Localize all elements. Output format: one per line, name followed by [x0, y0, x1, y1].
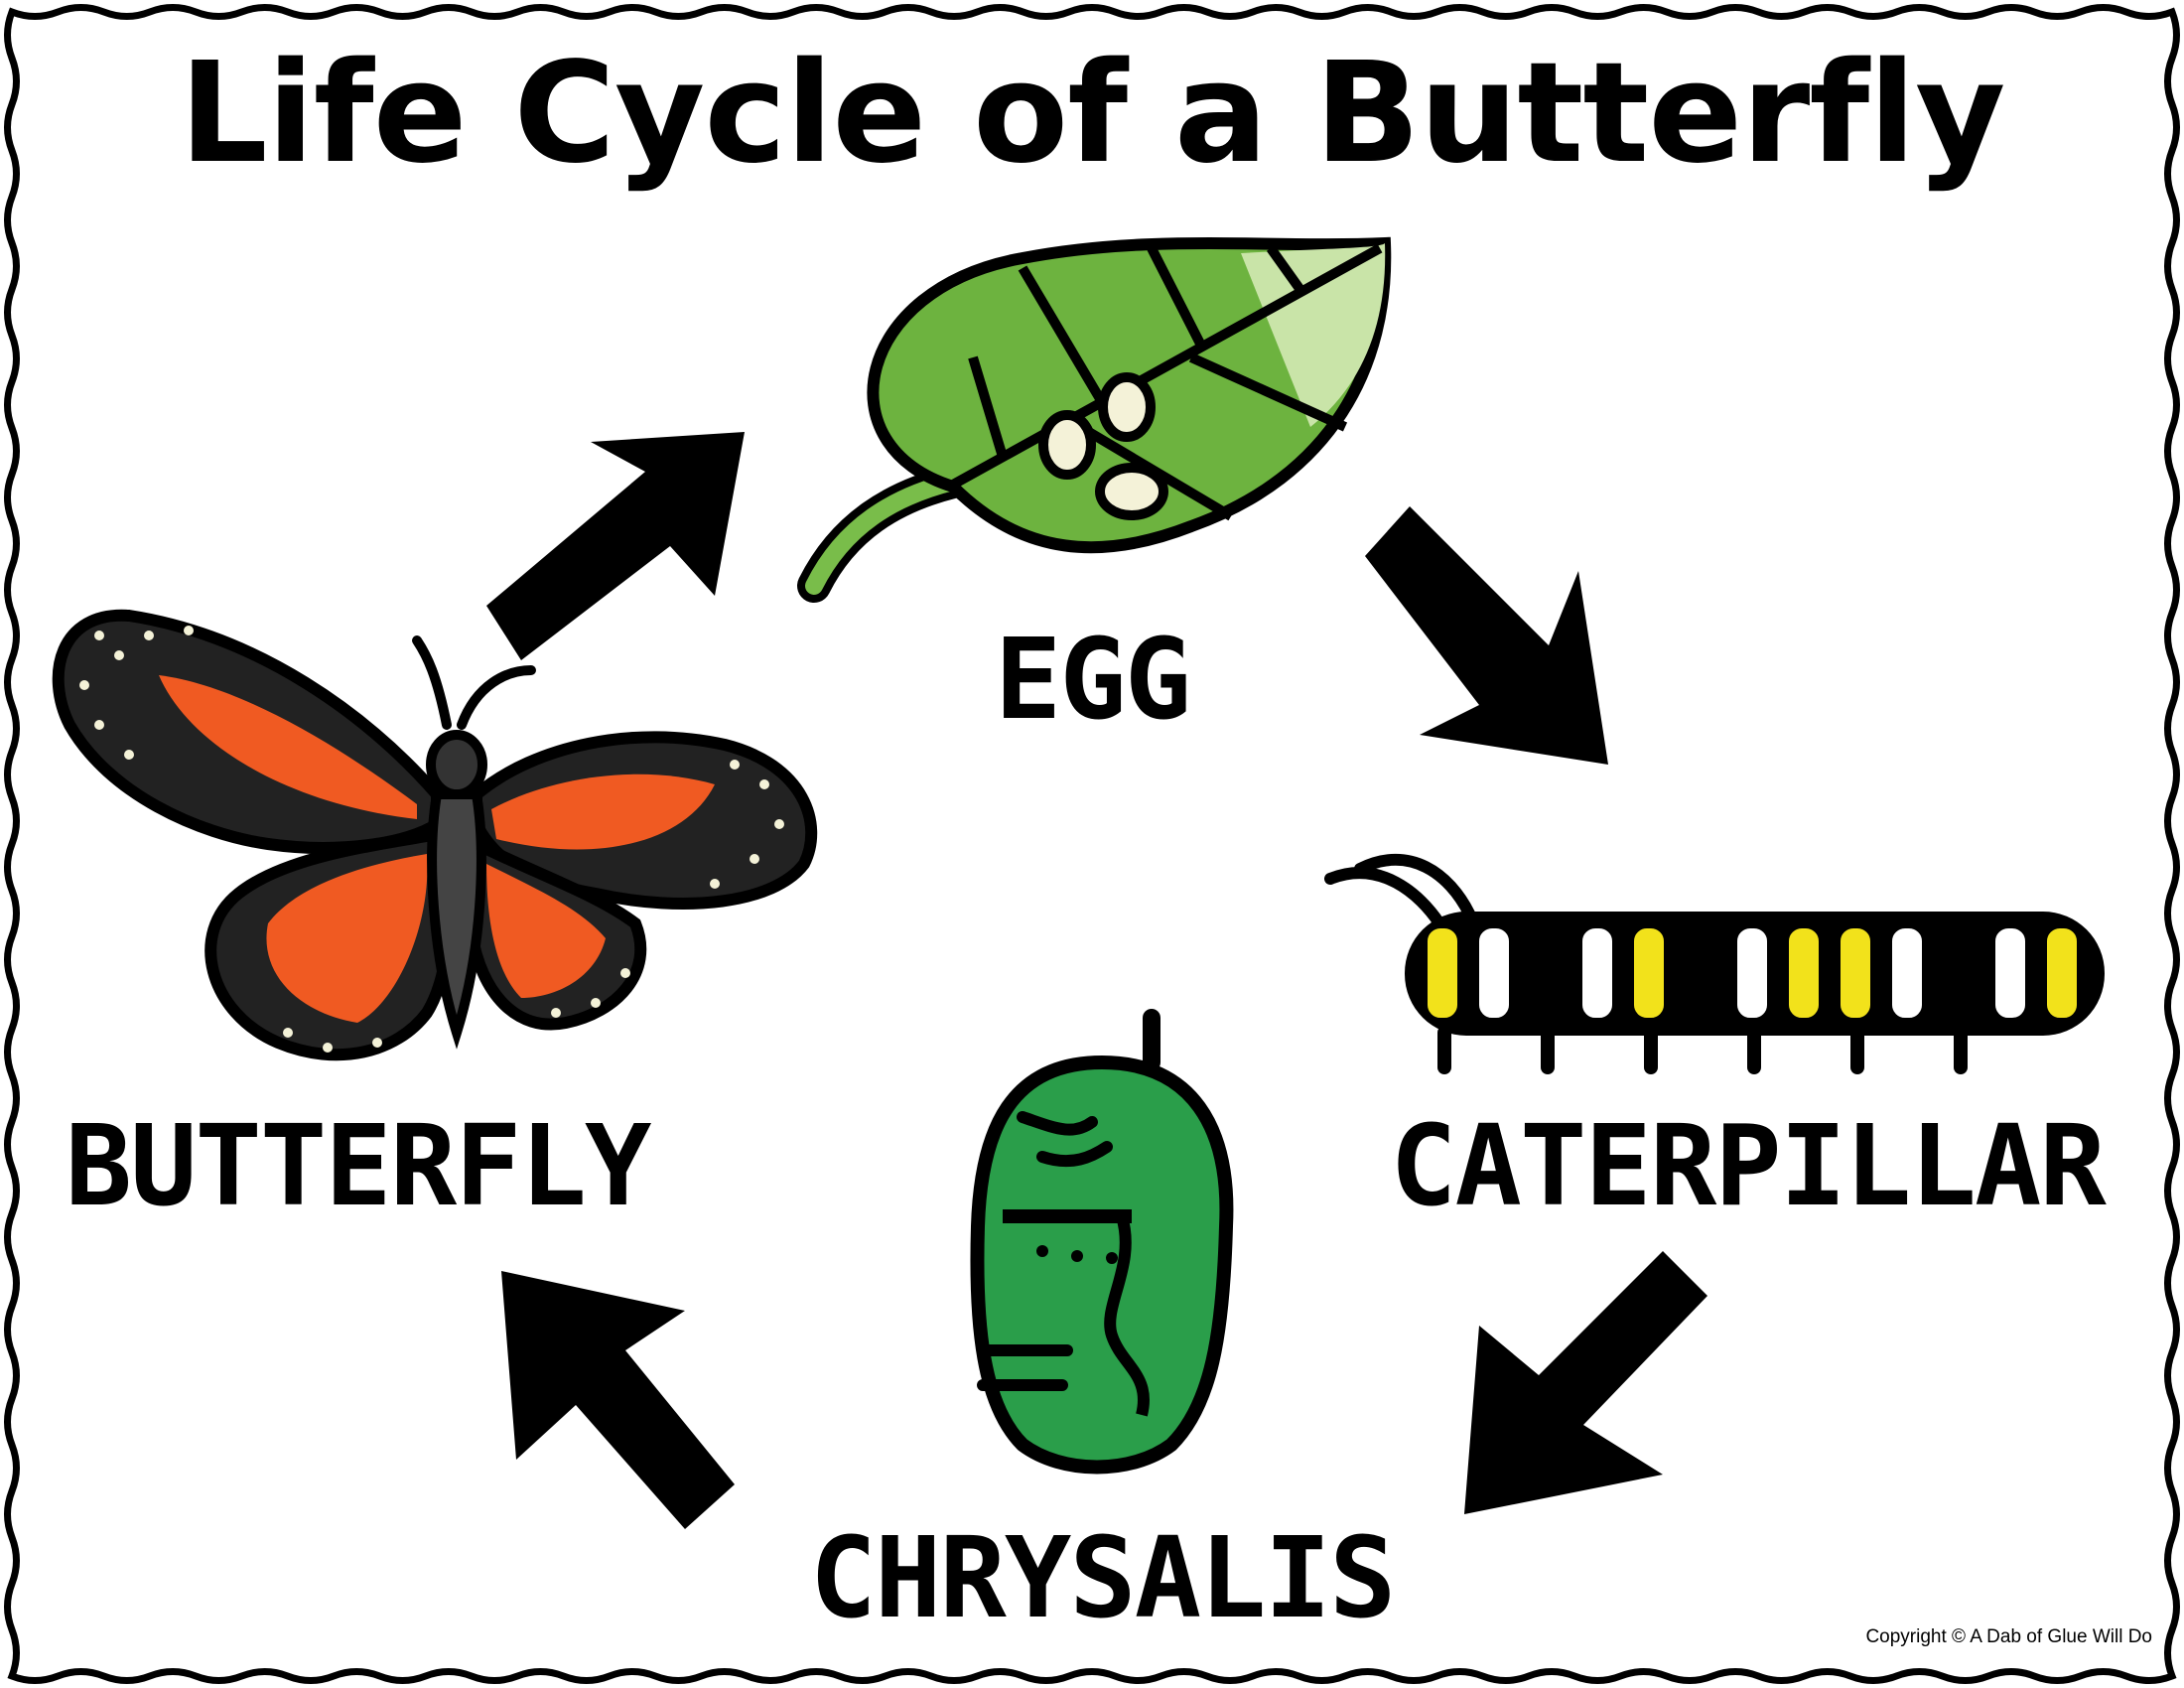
caterpillar-segment: [1473, 922, 1515, 1024]
wing-dot: [620, 968, 630, 978]
stage-label-chrysalis: CHRYSALIS: [809, 1514, 1397, 1643]
wing-dot: [283, 1028, 293, 1038]
wing-dot: [94, 631, 104, 640]
wing-dot: [94, 720, 104, 730]
monarch-butterfly-icon: [52, 609, 818, 1061]
caterpillar-segment: [1525, 922, 1567, 1024]
caterpillar-segment: [1886, 922, 1928, 1024]
caterpillar-segment: [2041, 922, 2083, 1024]
wing-dot: [774, 819, 784, 829]
arrow-down-right-icon: [1365, 506, 1608, 765]
stage-label-egg: EGG: [994, 616, 1191, 745]
caterpillar-segment: [1989, 922, 2031, 1024]
caterpillar-segment: [1938, 922, 1979, 1024]
arrow-up-right-icon: [486, 432, 745, 660]
stage-label-caterpillar: CATERPILLAR: [1390, 1102, 2107, 1231]
caterpillar-icon: [1324, 853, 2105, 1074]
wing-dot: [144, 631, 154, 640]
arrow-up-left-icon: [501, 1271, 735, 1529]
wing-dot: [759, 779, 769, 789]
wing-dot: [710, 879, 720, 889]
wing-dot: [124, 750, 134, 760]
wing-dot: [323, 1043, 333, 1053]
arrow-down-left-icon: [1464, 1251, 1707, 1514]
copyright-notice: Copyright © A Dab of Glue Will Do: [1865, 1626, 2152, 1647]
wing-dot: [730, 760, 740, 770]
chrysalis-icon: [970, 1009, 1234, 1475]
caterpillar-segment: [1628, 922, 1670, 1024]
caterpillar-segment: [1731, 922, 1773, 1024]
wing-dot: [184, 626, 194, 635]
wing-dot: [591, 998, 601, 1008]
stage-label-butterfly: BUTTERFLY: [65, 1102, 652, 1231]
wing-dot: [114, 650, 124, 660]
caterpillar-segment: [1422, 922, 1463, 1024]
wing-dot: [551, 1008, 561, 1018]
wing-dot: [79, 680, 89, 690]
wing-dot: [372, 1038, 382, 1048]
wing-dot: [750, 854, 759, 864]
caterpillar-segment: [1783, 922, 1825, 1024]
leaf-with-eggs-icon: [797, 236, 1392, 603]
caterpillar-segment: [1576, 922, 1618, 1024]
caterpillar-segment: [1680, 922, 1721, 1024]
page-title: Life Cycle of a Butterfly: [179, 33, 2006, 195]
caterpillar-segment: [1835, 922, 1876, 1024]
